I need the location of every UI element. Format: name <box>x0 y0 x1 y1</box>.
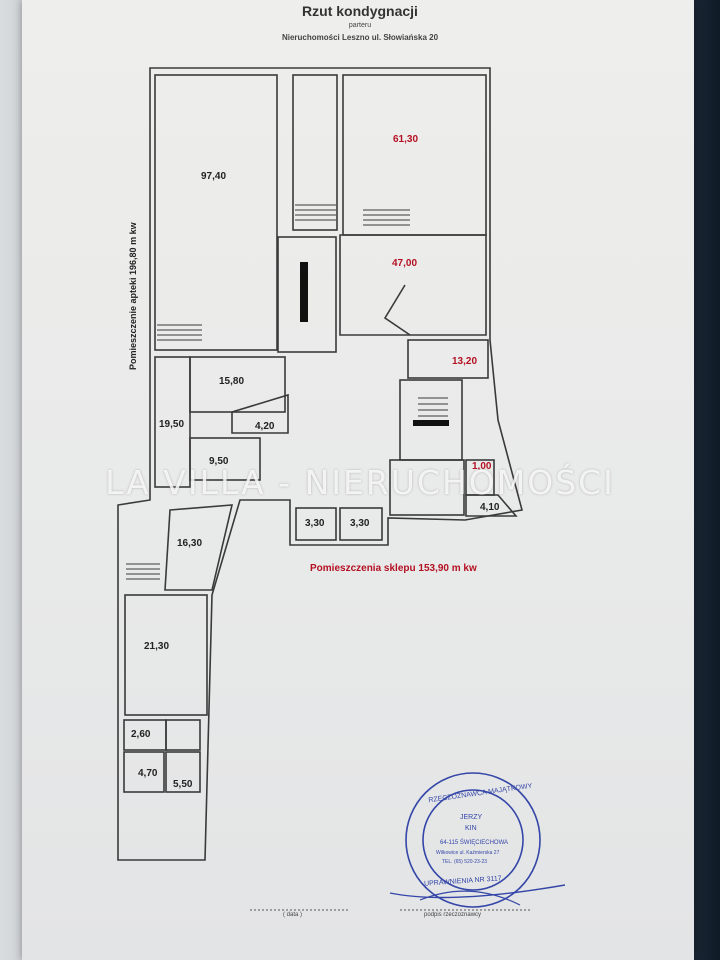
page-title: Rzut kondygnacji <box>302 3 418 19</box>
staircase-icon <box>126 563 160 580</box>
room-area: 3,30 <box>350 518 370 529</box>
stamp-name: JERZY <box>460 814 483 821</box>
room-outline <box>292 74 338 231</box>
staircase-icon <box>418 397 448 417</box>
room-outline <box>295 507 337 541</box>
property-address: Nieruchomości Leszno ul. Słowiańska 20 <box>281 33 439 42</box>
stamp-address: 64-115 ŚWIĘCIECHOWA <box>440 840 509 846</box>
stamp-address: Wilkowice ul. Kaźmierska 27 <box>436 850 500 856</box>
diagonal-wall <box>383 284 411 336</box>
room-outline <box>339 234 487 336</box>
pharmacy-area-label: Pomieszczenie apteki 196,80 m kw <box>128 222 138 370</box>
room-outline <box>154 74 278 351</box>
room-area: 16,30 <box>177 538 203 549</box>
room-area: 1,00 <box>472 461 492 472</box>
room-outline <box>465 494 518 517</box>
room-outline <box>154 356 191 488</box>
room-outline <box>165 719 201 751</box>
room-outline <box>189 437 261 481</box>
room-area: 4,20 <box>255 421 275 432</box>
stair-core-icon <box>300 262 308 322</box>
room-area: 97,40 <box>201 171 227 182</box>
wall-outline <box>117 67 523 861</box>
room-area: 4,70 <box>138 768 158 779</box>
room-area: 19,50 <box>159 419 185 430</box>
room-outline <box>165 751 201 793</box>
room-area: 13,20 <box>452 356 478 367</box>
room-outline <box>164 504 234 591</box>
stamp-phone: TEL. (65) 520-23-23 <box>442 859 488 865</box>
staircase-icon <box>157 324 202 341</box>
document-page <box>22 0 694 960</box>
background-right <box>690 0 720 960</box>
room-area: 47,00 <box>392 258 418 269</box>
stamp-icon <box>389 772 566 908</box>
shop-area-label: Pomieszczenia sklepu 153,90 m kw <box>310 563 477 574</box>
stair-core-icon <box>413 420 449 426</box>
date-label: ( data ) <box>283 912 303 918</box>
room-outline <box>389 459 465 516</box>
room-area: 15,80 <box>219 376 245 387</box>
room-outline <box>407 339 489 379</box>
stamp-name: KIN <box>465 825 477 832</box>
room-outline <box>342 74 487 236</box>
room-area: 2,60 <box>131 729 151 740</box>
room-outline <box>123 751 165 793</box>
room-outline <box>231 393 289 434</box>
staircase-icon <box>295 204 336 221</box>
room-area: 3,30 <box>305 518 325 529</box>
watermark: LA VILLA - NIERUCHOMOŚCI <box>105 463 615 502</box>
room-outline <box>339 507 383 541</box>
room-area: 5,50 <box>173 779 193 790</box>
page-subtitle: parteru <box>348 22 372 29</box>
room-area: 9,50 <box>209 456 229 467</box>
room-outline <box>277 236 337 353</box>
staircase-icon <box>363 209 410 226</box>
signature-label: podpis rzeczoznawcy <box>424 912 482 918</box>
room-area: 21,30 <box>144 641 170 652</box>
room-area: 61,30 <box>393 134 419 145</box>
room-area: 4,10 <box>480 502 500 513</box>
room-outline <box>124 594 208 716</box>
